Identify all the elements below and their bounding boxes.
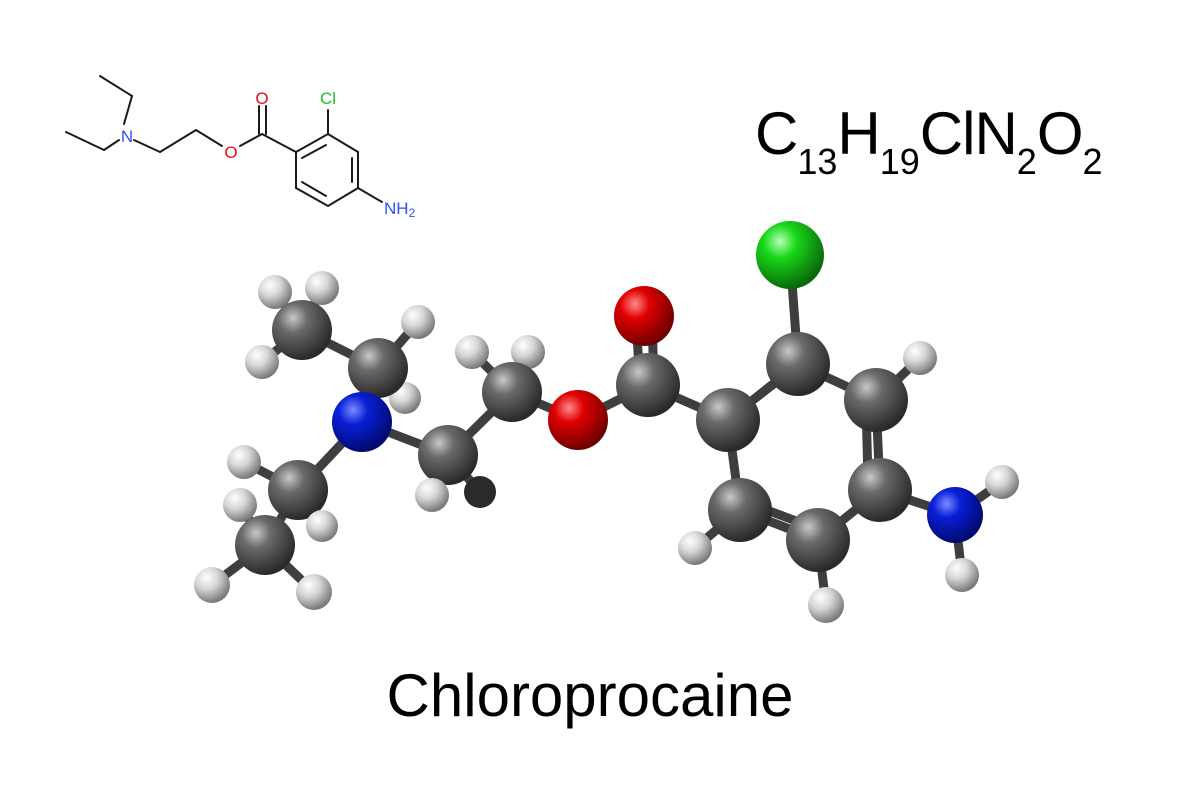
carbon-atom	[616, 353, 680, 417]
formula-element: Cl	[919, 100, 976, 167]
oxygen-atom	[614, 286, 674, 346]
carbon-atom	[235, 515, 295, 575]
nitrogen-atom	[927, 487, 983, 543]
formula-element: N	[974, 100, 1017, 167]
formula-element: C	[755, 100, 798, 167]
hydrogen-atom	[194, 567, 230, 603]
hydrogen-atom	[808, 587, 844, 623]
molecular-formula: C13H19ClN2O2	[755, 104, 1103, 180]
formula-subscript: 2	[1082, 141, 1103, 182]
hydrogen-atom	[415, 478, 449, 512]
carbon-atom	[708, 478, 772, 542]
skeletal-carbonyl-oxygen-label: O	[255, 89, 268, 108]
hydrogen-atom	[945, 558, 979, 592]
bond	[357, 187, 383, 203]
formula-subscript: 13	[797, 141, 838, 182]
carbon-atom	[418, 425, 478, 485]
carbon-atom	[348, 338, 408, 398]
bond	[65, 131, 105, 151]
formula-element: O	[1036, 100, 1084, 167]
ball-and-stick-model	[194, 221, 1019, 623]
carbon-atom	[844, 368, 908, 432]
bond	[99, 75, 133, 97]
amine-nh: NH	[384, 199, 409, 218]
amine-subscript: 2	[409, 206, 416, 220]
carbon-atom	[272, 300, 332, 360]
compound-name: Chloroprocaine	[386, 662, 794, 729]
bond	[239, 133, 263, 147]
skeletal-chlorine-label: Cl	[320, 89, 336, 108]
oxygen-atom	[548, 390, 608, 450]
hydrogen-atom	[227, 445, 261, 479]
nitrogen-atom	[332, 392, 392, 452]
hydrogen-atom	[401, 305, 435, 339]
hydrogen-atom	[223, 488, 257, 522]
chlorine-atom	[756, 221, 824, 289]
carbon-atom	[268, 460, 328, 520]
model-atoms	[194, 221, 1019, 623]
skeletal-structure: N O O Cl NH2	[65, 75, 416, 220]
carbon-atom	[766, 332, 830, 396]
hydrogen-atom	[985, 465, 1019, 499]
hydrogen-atom	[245, 345, 279, 379]
hydrogen-atom	[258, 275, 292, 309]
carbon-atom	[482, 362, 542, 422]
benzene-ring	[295, 132, 359, 208]
hydrogen-atom	[903, 341, 937, 375]
hydrogen-atom	[305, 271, 339, 305]
skeletal-ester-oxygen-label: O	[224, 143, 237, 162]
bond	[123, 95, 133, 125]
formula-subscript: 19	[879, 141, 920, 182]
carbon-atom	[696, 388, 760, 452]
hydrogen-atom	[296, 574, 332, 610]
bond	[103, 139, 120, 151]
skeletal-bonds	[65, 75, 383, 208]
hydrogen-atom	[678, 531, 712, 565]
bond	[301, 181, 327, 197]
bond	[195, 129, 223, 147]
skeletal-amine-label: NH2	[384, 199, 416, 220]
skeletal-nitrogen-label: N	[121, 127, 133, 146]
carbon-atom	[786, 508, 850, 572]
bond	[159, 129, 197, 153]
bond	[133, 139, 161, 153]
formula-element: H	[837, 100, 880, 167]
hydrogen-atom	[511, 335, 545, 369]
carbon-atom	[848, 458, 912, 522]
hydrogen-atom	[306, 510, 338, 542]
hydrogen-atom	[455, 335, 489, 369]
bond	[301, 144, 327, 159]
hydrogen-atom	[464, 476, 496, 508]
bond	[261, 133, 297, 153]
formula-subscript: 2	[1016, 141, 1037, 182]
